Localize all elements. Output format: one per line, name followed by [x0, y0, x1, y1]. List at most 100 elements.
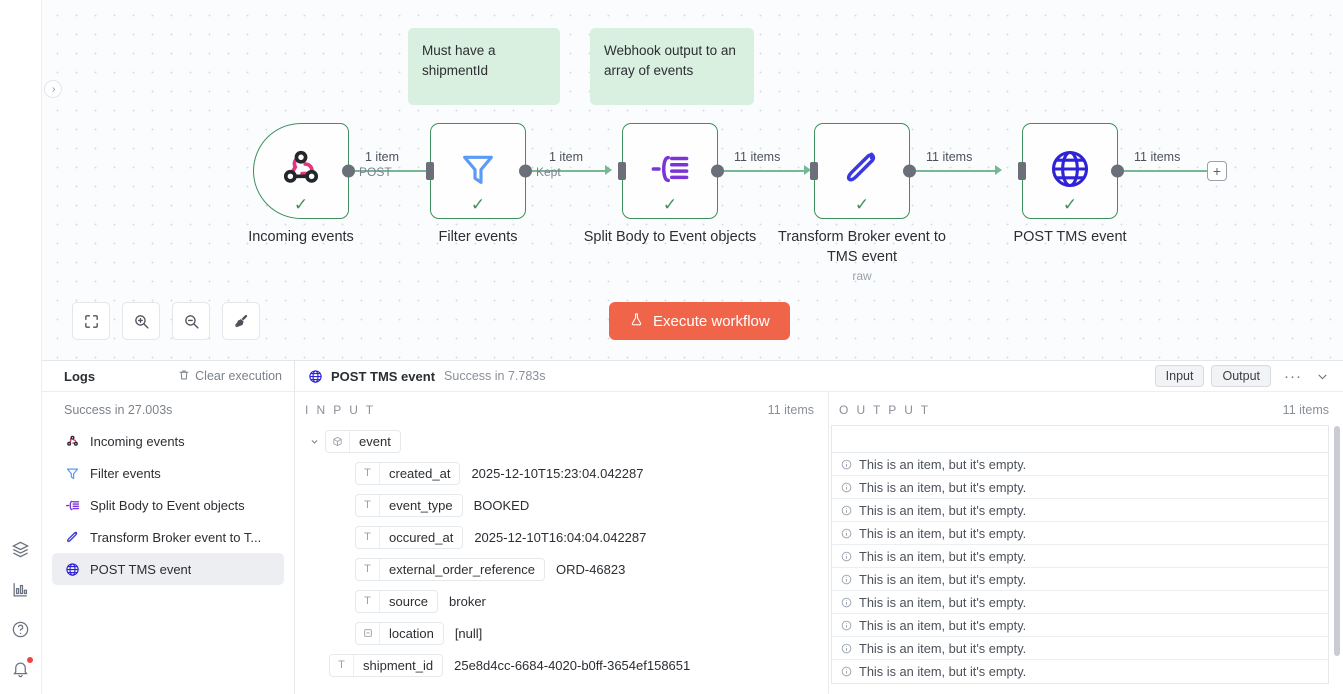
input-pane-header: I N P U T 11 items [295, 392, 828, 425]
output-empty-item-row[interactable]: This is an item, but it's empty. [832, 614, 1328, 637]
node-output-port[interactable] [1111, 164, 1124, 178]
node-body[interactable]: ✓ [618, 123, 724, 219]
tree-value: [null] [454, 625, 483, 641]
tidy-up-button[interactable] [222, 302, 260, 340]
node-input-port[interactable] [810, 162, 818, 180]
input-pane: I N P U T 11 items [295, 392, 829, 694]
tree-key-chip: T created_at [355, 461, 461, 485]
tree-key: created_at [389, 465, 451, 481]
tree-key: source [389, 593, 429, 609]
output-empty-item-row[interactable]: This is an item, but it's empty. [832, 453, 1328, 476]
zoom-out-button[interactable] [172, 302, 210, 340]
tree-row[interactable]: T occured_at 2025-12-10T16:04:04.042287 [299, 521, 828, 553]
log-item-filter-events[interactable]: Filter events [52, 457, 284, 489]
input-json-tree[interactable]: event T created_at 2025-12-10T15:23:04.0… [295, 425, 828, 681]
log-item-post-tms-event[interactable]: POST TMS event [52, 553, 284, 585]
node-detail-panel: POST TMS event Success in 7.783s Input O… [295, 360, 1343, 694]
more-options-icon[interactable]: ··· [1284, 367, 1302, 385]
sticky-note[interactable]: Webhook output to an array of events [590, 28, 754, 105]
info-icon [841, 643, 852, 654]
output-empty-item-row[interactable]: This is an item, but it's empty. [832, 522, 1328, 545]
output-empty-item-row[interactable]: This is an item, but it's empty. [832, 476, 1328, 499]
workflow-node-filter-events[interactable]: ✓ Filter events [426, 123, 532, 245]
tree-key-chip: T event_type [355, 493, 463, 517]
output-empty-item-label: This is an item, but it's empty. [859, 456, 1027, 472]
node-output-port[interactable] [342, 164, 355, 178]
logs-header: Logs Clear execution [42, 361, 294, 392]
logs-panel: Logs Clear execution Success in 27.003s [42, 360, 295, 694]
tree-value: 2025-12-10T15:23:04.042287 [471, 465, 644, 481]
workflow-node-split-body[interactable]: ✓ Split Body to Event objects [584, 123, 756, 245]
edge-item-count: 1 item [365, 150, 400, 164]
output-scrollbar[interactable] [1334, 426, 1340, 656]
templates-icon[interactable] [10, 538, 32, 560]
notifications-bell-icon[interactable] [10, 657, 33, 680]
edge-connector [717, 170, 807, 172]
node-success-check-icon: ✓ [854, 195, 870, 214]
flask-icon [629, 312, 644, 331]
node-body[interactable]: ✓ [1018, 123, 1124, 219]
edit-pen-icon [841, 148, 883, 195]
output-empty-item-row[interactable]: This is an item, but it's empty. [832, 660, 1328, 683]
tree-row[interactable]: T external_order_reference ORD-46823 [299, 553, 828, 585]
collapse-panel-chevron-down-icon[interactable] [1316, 370, 1329, 383]
expand-sidebar-chevron-right-icon[interactable] [44, 80, 62, 98]
output-empty-item-row[interactable]: This is an item, but it's empty. [832, 591, 1328, 614]
detail-header: POST TMS event Success in 7.783s Input O… [295, 361, 1343, 392]
execute-workflow-button[interactable]: Execute workflow [609, 302, 790, 340]
string-type-icon: T [356, 526, 380, 548]
tree-value: BOOKED [473, 497, 530, 513]
log-item-label: Incoming events [90, 433, 185, 449]
fit-view-button[interactable] [72, 302, 110, 340]
workflow-node-post-tms-event[interactable]: ✓ POST TMS event [1013, 123, 1127, 245]
node-body[interactable]: ✓ [426, 123, 532, 219]
output-item-list[interactable]: This is an item, but it's empty. This is… [831, 425, 1329, 684]
edge-connector [1116, 170, 1211, 172]
tree-value: ORD-46823 [555, 561, 626, 577]
output-list-header-row [832, 426, 1328, 453]
edge-connector [347, 170, 428, 172]
output-empty-item-row[interactable]: This is an item, but it's empty. [832, 499, 1328, 522]
log-item-transform-broker-event[interactable]: Transform Broker event to T... [52, 521, 284, 553]
chevron-down-icon[interactable] [303, 437, 325, 446]
sticky-note[interactable]: Must have a shipmentId [408, 28, 560, 105]
tree-row[interactable]: event [299, 425, 828, 457]
input-toggle-button[interactable]: Input [1154, 365, 1205, 387]
node-output-port[interactable] [519, 164, 532, 178]
edge-item-count: 1 item [549, 150, 584, 164]
workflow-node-incoming-events[interactable]: ✓ Incoming events [248, 123, 355, 245]
object-type-icon [326, 430, 350, 452]
log-item-incoming-events[interactable]: Incoming events [52, 425, 284, 457]
help-question-icon[interactable] [10, 618, 32, 640]
output-empty-item-row[interactable]: This is an item, but it's empty. [832, 568, 1328, 591]
node-input-port[interactable] [1018, 162, 1026, 180]
clear-execution-label: Clear execution [195, 369, 282, 383]
node-body[interactable]: ✓ [253, 123, 355, 219]
output-empty-item-row[interactable]: This is an item, but it's empty. [832, 637, 1328, 660]
log-item-split-body[interactable]: Split Body to Event objects [52, 489, 284, 521]
http-globe-icon [1048, 147, 1092, 196]
tree-row[interactable]: location [null] [299, 617, 828, 649]
tree-row[interactable]: T event_type BOOKED [299, 489, 828, 521]
tree-row[interactable]: T source broker [299, 585, 828, 617]
output-toggle-button[interactable]: Output [1211, 365, 1271, 387]
node-input-port[interactable] [426, 162, 434, 180]
node-output-port[interactable] [903, 164, 916, 178]
clear-execution-button[interactable]: Clear execution [178, 369, 282, 384]
tree-key: location [389, 625, 434, 641]
node-input-port[interactable] [618, 162, 626, 180]
output-empty-item-row[interactable]: This is an item, but it's empty. [832, 545, 1328, 568]
workflow-node-transform-broker-event[interactable]: ✓ Transform Broker event to TMS event ra… [778, 123, 946, 283]
tree-row[interactable]: T shipment_id 25e8d4cc-6684-4020-b0ff-36… [299, 649, 828, 681]
add-node-button[interactable]: + [1207, 161, 1227, 181]
edit-pen-icon [64, 529, 80, 545]
workflow-canvas[interactable]: Must have a shipmentId Webhook output to… [42, 0, 1343, 360]
tree-key-chip: location [355, 621, 444, 645]
node-body[interactable]: ✓ [810, 123, 916, 219]
insights-chart-icon[interactable] [10, 578, 32, 600]
zoom-in-button[interactable] [122, 302, 160, 340]
tree-row[interactable]: T created_at 2025-12-10T15:23:04.042287 [299, 457, 828, 489]
output-empty-item-label: This is an item, but it's empty. [859, 548, 1027, 564]
node-output-port[interactable] [711, 164, 724, 178]
logs-title: Logs [64, 368, 96, 384]
